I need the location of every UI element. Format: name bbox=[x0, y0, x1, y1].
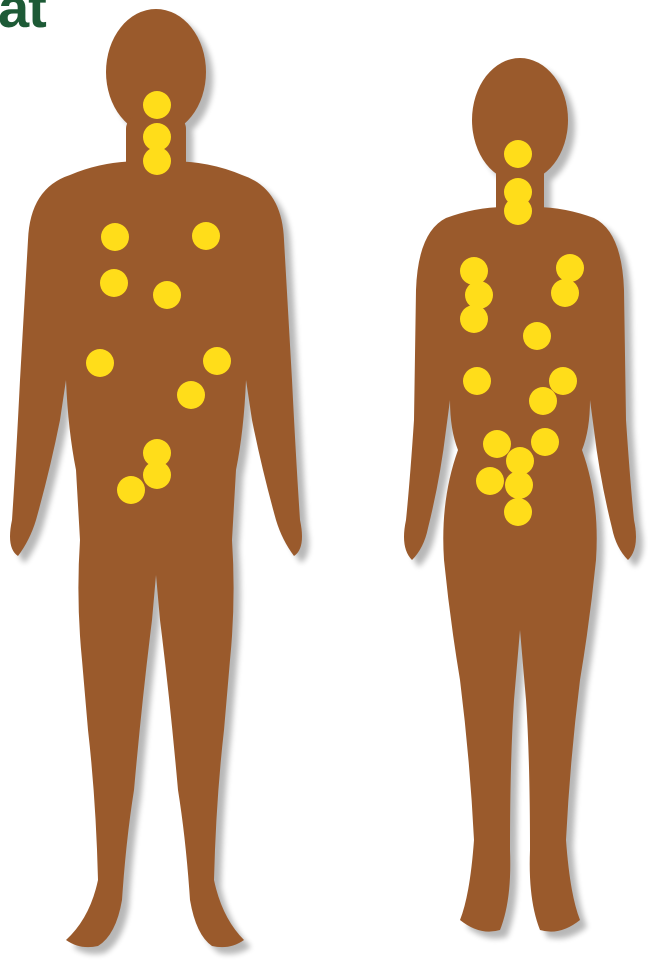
spot bbox=[143, 147, 171, 175]
spot bbox=[177, 381, 205, 409]
spot bbox=[192, 222, 220, 250]
spot bbox=[556, 254, 584, 282]
spot bbox=[531, 428, 559, 456]
spot bbox=[504, 197, 532, 225]
spot bbox=[460, 305, 488, 333]
spot bbox=[505, 471, 533, 499]
spot bbox=[506, 447, 534, 475]
spot bbox=[86, 349, 114, 377]
spot bbox=[143, 123, 171, 151]
spot bbox=[100, 269, 128, 297]
spot bbox=[504, 498, 532, 526]
spot bbox=[117, 476, 145, 504]
spot bbox=[549, 367, 577, 395]
spot bbox=[523, 322, 551, 350]
spot bbox=[465, 281, 493, 309]
spot bbox=[529, 387, 557, 415]
spot bbox=[203, 347, 231, 375]
spot bbox=[101, 223, 129, 251]
spot bbox=[143, 461, 171, 489]
spot bbox=[483, 430, 511, 458]
spot bbox=[463, 367, 491, 395]
spot bbox=[551, 279, 579, 307]
spot bbox=[143, 91, 171, 119]
spot bbox=[476, 467, 504, 495]
spot bbox=[504, 140, 532, 168]
spot bbox=[153, 281, 181, 309]
spot bbox=[460, 257, 488, 285]
